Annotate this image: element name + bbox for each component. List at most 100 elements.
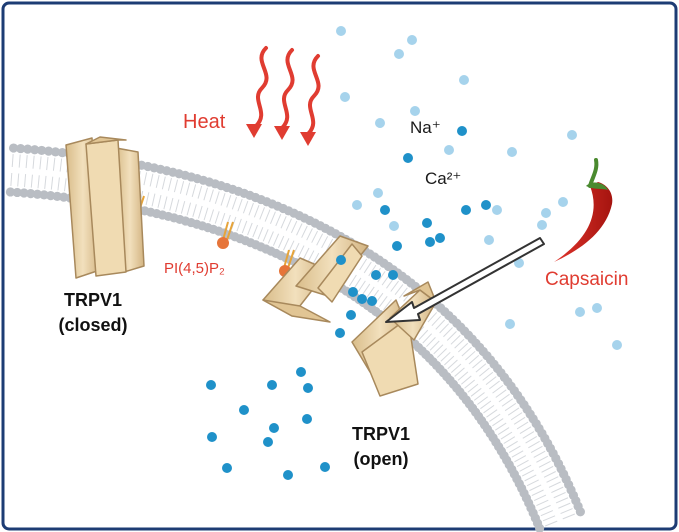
lipid-tail	[483, 404, 495, 414]
ion-particle-icon	[481, 200, 491, 210]
ion-particle-icon	[537, 220, 547, 230]
ion-particle-icon	[320, 462, 330, 472]
lipid-tail	[247, 222, 253, 236]
ion-particle-icon	[425, 237, 435, 247]
lipid-tail	[363, 261, 372, 274]
lipid-tail	[264, 209, 271, 222]
lipid-tail	[543, 471, 556, 478]
lipid-tail	[191, 184, 197, 198]
lipid-tail	[454, 338, 465, 349]
lipid-tail	[362, 283, 371, 295]
lipid-head	[30, 145, 40, 155]
lipid-tail	[321, 236, 329, 249]
lipid-tail	[278, 235, 285, 249]
lipid-tail	[465, 350, 476, 361]
lipid-tail	[24, 174, 27, 188]
ion-particle-icon	[541, 208, 551, 218]
lipid-head	[57, 148, 67, 158]
ion-particle-icon	[239, 405, 249, 415]
lipid-tail	[454, 367, 465, 377]
ion-particle-icon	[371, 270, 381, 280]
lipid-tail	[440, 351, 451, 362]
lipid-tail	[444, 355, 455, 366]
lipid-tail	[292, 242, 300, 256]
lipid-tail	[283, 238, 290, 251]
ion-particle-icon	[267, 380, 277, 390]
lipid-head	[5, 187, 16, 197]
lipid-tail	[185, 182, 191, 196]
lipid-tail	[214, 211, 220, 224]
ion-particle-icon	[296, 367, 306, 377]
ion-particle-icon	[410, 106, 420, 116]
lipid-tail	[480, 400, 492, 410]
lipid-head	[16, 143, 26, 154]
ion-particle-icon	[422, 218, 432, 228]
lipid-tail	[464, 379, 475, 389]
lipid-tail	[149, 173, 154, 187]
ion-particle-icon	[380, 205, 390, 215]
lipid-tail	[450, 363, 462, 373]
lipid-tail	[280, 216, 287, 229]
lipid-tail	[297, 245, 305, 258]
lipid-tail	[192, 204, 197, 217]
ion-particle-icon	[612, 340, 622, 350]
lipid-tail	[11, 154, 14, 168]
ion-particle-icon	[303, 383, 313, 393]
lipid-tail	[366, 286, 375, 298]
ion-particle-icon	[206, 380, 216, 390]
lipid-tail	[551, 486, 564, 494]
lipid-tail	[357, 280, 366, 292]
sodium-label: Na⁺	[410, 118, 441, 137]
lipid-tail	[311, 230, 319, 243]
lipid-tail	[197, 185, 203, 199]
lipid-head	[32, 189, 43, 199]
capsaicin-label: Capsaicin	[545, 269, 628, 290]
ion-particle-icon	[222, 463, 232, 473]
ion-particle-icon	[394, 49, 404, 59]
lipid-tail	[558, 502, 571, 509]
lipid-tail	[377, 271, 386, 283]
lipid-tail	[548, 481, 561, 488]
ion-particle-icon	[567, 130, 577, 140]
lipid-tail	[203, 207, 209, 221]
lipid-tail	[525, 436, 538, 444]
lipid-tail	[39, 156, 42, 170]
lipid-tail	[560, 508, 573, 514]
lipid-tail	[163, 196, 168, 210]
lipid-tail	[167, 177, 172, 191]
lipid-tail	[398, 287, 408, 299]
lipid-tail	[553, 491, 566, 499]
lipid-tail	[468, 355, 480, 365]
lipid-tail	[312, 252, 320, 265]
lipid-head	[44, 146, 54, 156]
ion-particle-icon	[558, 197, 568, 207]
ion-particle-icon	[348, 287, 358, 297]
ion-particle-icon	[375, 118, 385, 128]
lipid-tail	[10, 172, 13, 186]
lipid-tail	[433, 344, 444, 355]
chili-pepper-icon	[554, 158, 613, 262]
ion-particle-icon	[302, 414, 312, 424]
lipid-tail	[526, 479, 539, 487]
ion-particle-icon	[514, 258, 524, 268]
lipid-tail	[353, 277, 362, 290]
lipid-tail	[447, 359, 458, 370]
lipid-tail	[252, 224, 259, 238]
lipid-tail	[368, 264, 377, 277]
lipid-tail	[253, 205, 260, 218]
lipid-tail	[519, 426, 532, 435]
lipid-tail	[296, 223, 303, 236]
lipid-tail	[25, 155, 28, 169]
ion-particle-icon	[283, 470, 293, 480]
lipid-tail	[214, 191, 220, 204]
lipid-tail	[531, 489, 544, 497]
lipid-tail	[359, 258, 368, 271]
lipid-tail	[504, 402, 517, 412]
ion-particle-icon	[457, 126, 467, 136]
lipid-tail	[546, 476, 559, 483]
lipid-tail	[461, 346, 472, 357]
lipid-tail	[541, 465, 554, 473]
ion-particle-icon	[484, 235, 494, 245]
lipid-tail	[257, 226, 264, 240]
heat-wave-icon	[254, 46, 321, 136]
